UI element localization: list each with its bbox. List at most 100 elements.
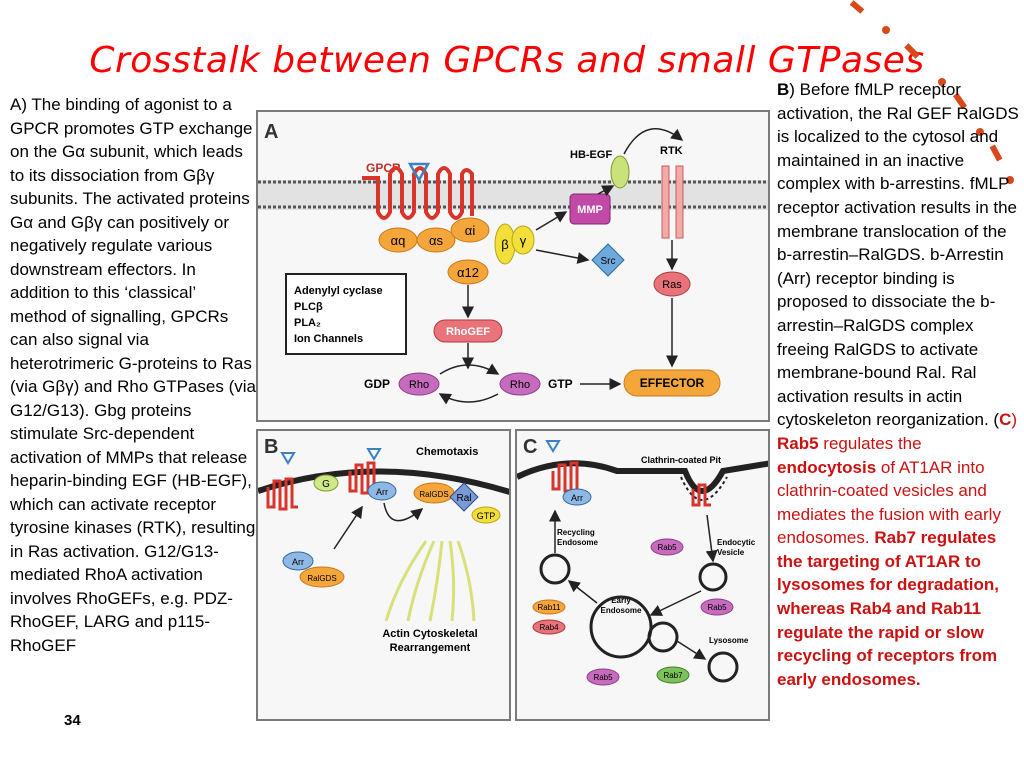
beta-label: β: [501, 237, 508, 252]
recycling-label: Recycling: [557, 528, 595, 537]
decorative-dashed-arc: [849, 0, 1014, 184]
panel-c-letter: C: [523, 436, 537, 458]
panel-b-diagram: B Chemotaxis G Arr RalGDS Ral GTP Arr Ra…: [256, 429, 511, 721]
rhogef: RhoGEF: [433, 319, 503, 343]
gpcr-receptor: [362, 166, 474, 220]
gtp-label: GTP: [548, 377, 573, 391]
panel-a-diagram: A GPCR αq αs αi α12 β γ Adenylyl cyclase…: [256, 110, 770, 422]
effector-item: Adenylyl cyclase: [294, 285, 383, 297]
vesicle-label: Vesicle: [717, 548, 745, 557]
alpha-symbol: α: [23, 212, 34, 232]
effector-item: PLA₂: [294, 317, 321, 329]
membrane-with-pit: [517, 460, 768, 494]
rab5-early: Rab5: [586, 668, 620, 686]
arrow-arr-cycle: [383, 502, 424, 522]
gtp-b: GTP: [471, 506, 501, 524]
rho-gdp: Rho: [398, 372, 440, 396]
early-endosome: [589, 595, 653, 659]
arrow-bg-mmp: [535, 211, 568, 231]
endocytic-label: Endocytic: [717, 538, 756, 547]
galpha-12-label: α12: [457, 265, 479, 280]
rtk-receptor: [661, 165, 684, 239]
ralgds-label: RalGDS: [307, 574, 336, 583]
ras: Ras: [653, 271, 691, 297]
actin-label-line1: Actin Cytoskeletal: [382, 628, 477, 640]
rho-gtp: Rho: [499, 372, 541, 396]
rab7-label: Rab7: [663, 671, 683, 680]
betagamma-symbol: βγ: [84, 212, 103, 232]
receptor-pit: [691, 483, 711, 507]
arrow-bg-src: [535, 249, 590, 264]
gamma-label: γ: [520, 233, 527, 248]
agonist-icon: [545, 440, 561, 453]
recycling-endosome-label: Endosome: [557, 538, 598, 547]
panel-b-letter: B: [264, 436, 278, 458]
c-label: C: [999, 410, 1012, 430]
rab5-label: Rab5: [657, 543, 677, 552]
arrow-hbegf-rtk: [623, 128, 684, 155]
panel-a-letter: A: [264, 121, 278, 143]
betagamma-symbol: βγ: [55, 377, 74, 396]
page-number: 34: [64, 712, 81, 729]
mmp: MMP: [569, 193, 611, 225]
src: Src: [591, 243, 625, 277]
ral-label: Ral: [456, 493, 471, 504]
c-bold-text: Rab7 regulates the targeting of AT1AR to…: [777, 528, 999, 689]
arrow-mmp-hbegf: [597, 185, 615, 197]
galpha-s: αs: [416, 227, 456, 253]
galpha-q-label: αq: [391, 233, 406, 248]
clathrin-coat: [680, 476, 728, 501]
arrow-early-lysosome: [676, 640, 707, 660]
arrow-vesicle-early: [649, 590, 702, 616]
early-endosome-label: Endosome: [601, 606, 642, 615]
b-description: ) Before fMLP receptor activation, the R…: [777, 80, 1019, 430]
receptor-c1: [551, 461, 579, 493]
arr-ralgds-cytosol: Arr RalGDS: [282, 551, 345, 588]
ral: Ral: [449, 482, 479, 512]
hbegf-label: HB-EGF: [570, 149, 612, 161]
actin-fibers: [384, 540, 476, 622]
effector-label: EFFECTOR: [640, 376, 705, 390]
arr-label: Arr: [292, 557, 304, 567]
rab4-label: Rab4: [539, 623, 559, 632]
endocytosis-term: endocytosis: [777, 457, 877, 477]
g-label: G: [322, 479, 330, 490]
rab11-label: Rab11: [538, 603, 562, 612]
left-text-part: subunits. The activated proteins G: [10, 189, 250, 232]
galpha-s-label: αs: [429, 233, 444, 248]
membrane-curve: [258, 468, 509, 495]
galpha-12: α12: [447, 259, 489, 285]
arrow-early-recycling: [567, 580, 598, 604]
alpha-symbol: α: [75, 142, 86, 161]
left-text-part: A) The binding of agonist to a GPCR prom…: [10, 95, 253, 161]
c-text: regulates the: [818, 433, 922, 453]
rhogef-label: RhoGEF: [446, 326, 490, 338]
c-text: of AT1AR into clathrin-coated vesicles a…: [777, 457, 1001, 548]
rab11: Rab11: [532, 599, 566, 615]
left-text-part: can positively or negatively regulate va…: [10, 212, 252, 397]
effector: EFFECTOR: [623, 369, 721, 397]
arrow-rho-inactivation: [438, 393, 499, 405]
rab5-term: Rab5: [777, 433, 819, 453]
agonist-icon: [366, 448, 382, 461]
gdp-label: GDP: [364, 377, 390, 391]
actin-label-line2: Rearrangement: [390, 642, 471, 654]
galpha-i-label: αi: [465, 223, 476, 238]
ras-label: Ras: [662, 279, 682, 291]
g-protein-b: G: [313, 474, 339, 492]
rho-gdp-label: Rho: [409, 379, 429, 391]
lysosome-label: Lysosome: [709, 636, 749, 645]
panel-a-description: A) The binding of agonist to a GPCR prom…: [10, 93, 256, 657]
arrow-pit-vesicle: [705, 514, 718, 563]
recycling-endosome: [539, 553, 571, 585]
betagamma-symbol: βγ: [196, 165, 215, 185]
gbetagamma: β γ: [494, 223, 535, 265]
rab7: Rab7: [656, 666, 690, 684]
rab5-label: Rab5: [593, 673, 613, 682]
rab5-vesicle: Rab5: [700, 598, 734, 616]
plasma-membrane: [258, 180, 768, 210]
arr-c: Arr: [562, 488, 592, 506]
gtp-label: GTP: [477, 511, 496, 521]
arrow-translocation: [333, 505, 363, 550]
early-endosome-bud: [647, 621, 679, 653]
